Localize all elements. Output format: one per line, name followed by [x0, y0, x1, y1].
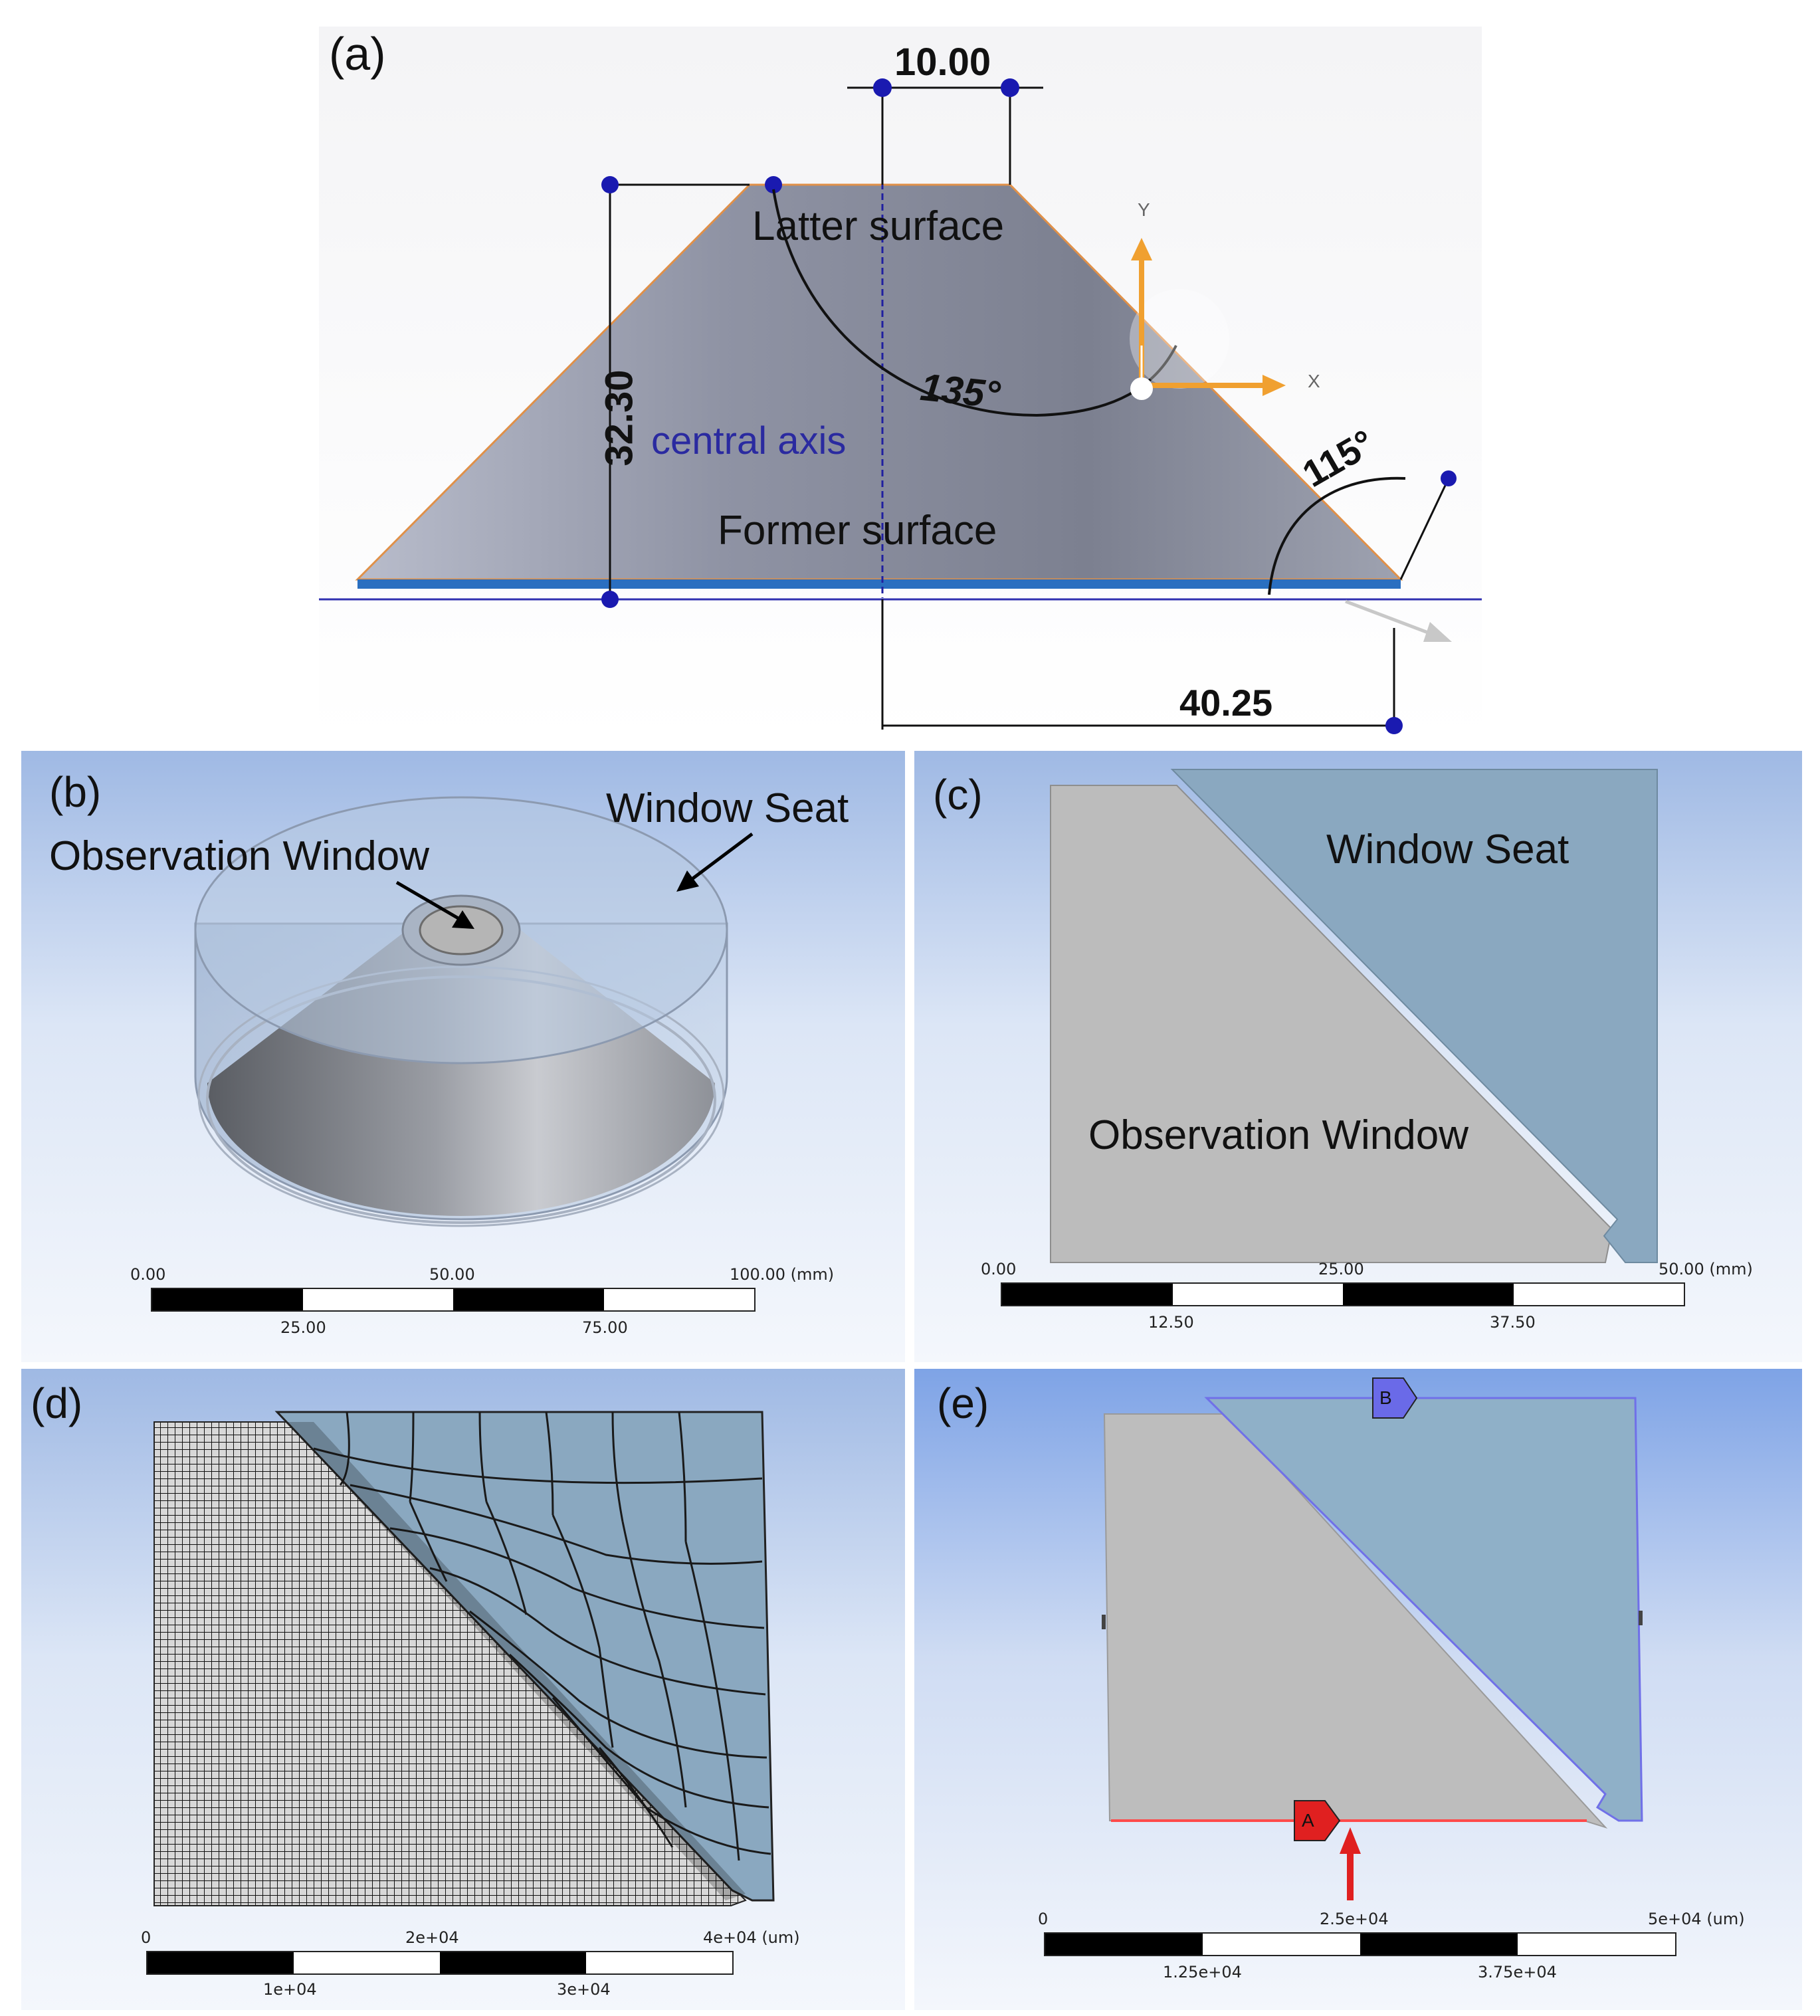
- scale-c-tick-12: 12.50: [1148, 1313, 1194, 1332]
- panel-d-label: (d): [31, 1379, 83, 1427]
- x-axis-label: X: [1308, 371, 1320, 391]
- dim-height-marker-bottom: [601, 591, 619, 608]
- panel-a-drawing: [319, 78, 1482, 734]
- dim-height-value: 32.30: [597, 369, 641, 466]
- window-seat-label: Window Seat: [606, 785, 849, 831]
- panel-e: (e) B A 0 2.5e+04 5e+04 (um) 1.25e+04 3.…: [914, 1369, 1802, 2010]
- scale-bar-e: [1044, 1932, 1676, 1956]
- dim-bottom-value: 40.25: [1179, 682, 1273, 724]
- scale-d-tick-3e4: 3e+04: [557, 1980, 611, 1999]
- fine-mesh-region: [153, 1421, 747, 1906]
- seat-region: [1204, 1397, 1643, 1822]
- scale-e-tick-3-75e4: 3.75e+04: [1478, 1963, 1557, 1981]
- panel-d: (d) 0 2e+04 4e+04 (um) 1e+04 3e+04: [21, 1369, 905, 2010]
- arrow-observation: [395, 880, 466, 924]
- panel-d-drawing: [153, 1411, 775, 1906]
- scale-d-tick-4e4: 4e+04 (um): [703, 1928, 800, 1947]
- edge-mark-left: [1102, 1615, 1106, 1629]
- scale-c-seg-1: [1002, 1284, 1173, 1305]
- scale-b-tick-0: 0.00: [130, 1265, 166, 1284]
- scale-e-tick-1-25e4: 1.25e+04: [1163, 1963, 1242, 1981]
- scale-e-seg-1: [1045, 1934, 1203, 1955]
- scale-e-tick-2-5e4: 2.5e+04: [1320, 1910, 1389, 1928]
- arrow-observation-head: [452, 910, 474, 929]
- origin-point: [1130, 377, 1153, 400]
- scale-c-tick-0: 0.00: [981, 1260, 1017, 1278]
- seat-section: [1170, 769, 1658, 1263]
- panel-a-label: (a): [329, 28, 386, 80]
- scale-bar-c: [1001, 1282, 1685, 1306]
- tag-a-shape: [1294, 1800, 1341, 1841]
- panel-e-label: (e): [937, 1379, 989, 1427]
- scale-e-tick-5e4: 5e+04 (um): [1648, 1910, 1745, 1928]
- origin-highlight: [1130, 289, 1229, 389]
- scale-b-tick-25: 25.00: [280, 1318, 326, 1337]
- panel-c-drawing: [1050, 769, 1658, 1263]
- scale-b-seg-3: [453, 1289, 604, 1310]
- tag-a-label: A: [1302, 1810, 1314, 1831]
- scale-bar-d: [146, 1951, 734, 1975]
- observation-window-label: Observation Window: [49, 833, 430, 879]
- scale-e-tick-0: 0: [1038, 1910, 1049, 1928]
- triad-arrowhead: [1423, 622, 1452, 642]
- force-arrow-head: [1340, 1827, 1361, 1854]
- coarse-mesh-lines: [313, 1411, 771, 1861]
- scale-d-tick-0: 0: [141, 1928, 152, 1947]
- panel-b-drawing: [194, 796, 754, 1227]
- dim-top-value: 10.00: [894, 41, 991, 84]
- scale-d-seg-1: [148, 1952, 294, 1973]
- arrow-seat-head: [676, 870, 699, 892]
- panel-e-drawing: [1102, 1377, 1643, 1900]
- dim-height-marker-corner: [765, 176, 782, 193]
- x-axis-arrowhead: [1263, 375, 1286, 396]
- edge-mark-right: [1639, 1611, 1643, 1625]
- angle-115-arc: [1268, 476, 1406, 595]
- central-axis-label: central axis: [651, 419, 847, 462]
- dim-height-marker-top: [601, 176, 619, 193]
- window-disc: [419, 905, 504, 956]
- scale-c-seg-3: [1343, 1284, 1514, 1305]
- scale-c-tick-37: 37.50: [1490, 1313, 1536, 1332]
- angle-115-leg: [1399, 478, 1450, 580]
- y-axis-label: Y: [1138, 199, 1150, 220]
- mesh-refinement-band: [287, 1422, 746, 1900]
- scale-c-tick-50: 50.00 (mm): [1659, 1260, 1753, 1278]
- latter-surface-label: Latter surface: [752, 203, 1005, 249]
- arrow-seat: [684, 833, 754, 885]
- window-seat-label-c: Window Seat: [1326, 827, 1569, 872]
- panel-a: (a) 10.00 32.30 40.25 135° 115° Latter s…: [319, 27, 1482, 741]
- dim-top-marker-left: [873, 78, 892, 97]
- panel-b: (b) Window Seat Observation Window 0.00 …: [21, 751, 905, 1362]
- scale-e-seg-3: [1360, 1934, 1518, 1955]
- tag-b-label: B: [1379, 1387, 1392, 1408]
- panel-b-label: (b): [49, 768, 102, 816]
- triad-arrow: [1345, 599, 1443, 640]
- window-region: [1103, 1413, 1608, 1829]
- former-surface-label: Former surface: [718, 508, 997, 554]
- y-axis-arrowhead: [1131, 238, 1152, 260]
- panel-c-label: (c): [933, 771, 983, 819]
- tag-b-shape: [1372, 1377, 1418, 1419]
- base-strip: [357, 579, 1401, 589]
- scale-b-tick-75: 75.00: [582, 1318, 628, 1337]
- scale-b-tick-50: 50.00: [429, 1265, 475, 1284]
- dim-top-marker-right: [1001, 78, 1019, 97]
- observation-window-label-c: Observation Window: [1088, 1112, 1469, 1158]
- angle-115-marker: [1441, 470, 1457, 486]
- angle-top-value: 135°: [918, 365, 1003, 417]
- scale-b-seg-1: [152, 1289, 303, 1310]
- scale-c-tick-25: 25.00: [1318, 1260, 1364, 1278]
- panel-c: (c) Window Seat Observation Window 0.00 …: [914, 751, 1802, 1362]
- scale-d-tick-2e4: 2e+04: [405, 1928, 459, 1947]
- dim-bottom-marker: [1385, 717, 1403, 734]
- window-section: [1050, 785, 1613, 1263]
- scale-d-seg-3: [440, 1952, 586, 1973]
- scale-b-tick-100: 100.00 (mm): [730, 1265, 835, 1284]
- scale-bar-b: [151, 1288, 756, 1312]
- scale-d-tick-1e4: 1e+04: [263, 1980, 317, 1999]
